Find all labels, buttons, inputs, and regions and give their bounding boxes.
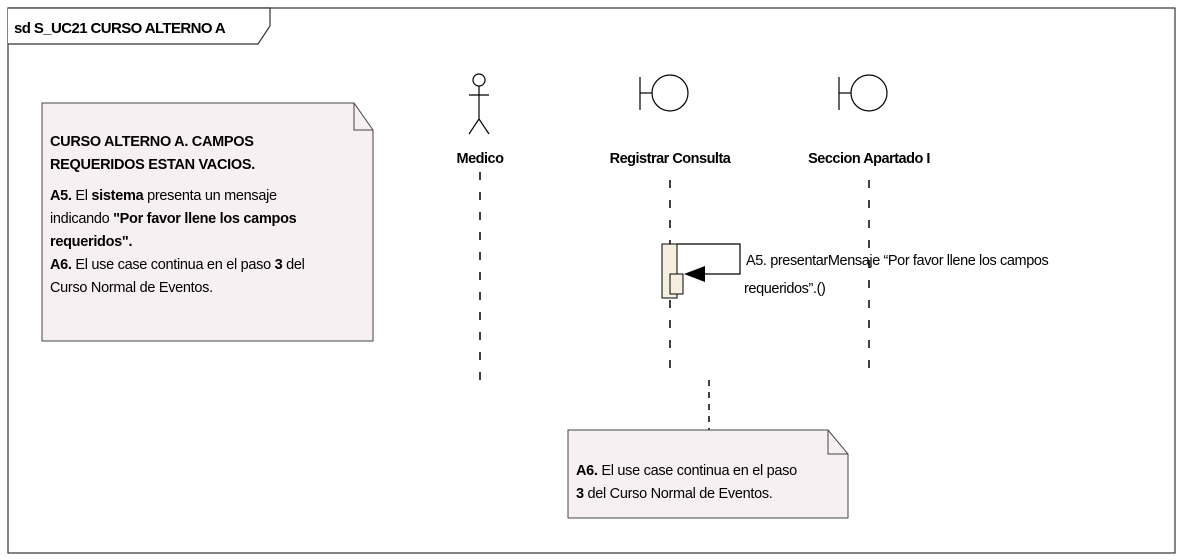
self-message-line [677,243,741,275]
note-left-text: CURSO ALTERNO A. CAMPOS REQUERIDOS ESTAN… [50,131,368,300]
boundary-registrar-consulta-icon [639,74,689,112]
note-left-fold [353,103,373,131]
note-left-heading-line1: CURSO ALTERNO A. CAMPOS [50,134,254,150]
self-message-arrowhead [684,266,705,282]
note-bottom-text: A6. El use case continua en el paso 3 de… [576,460,841,506]
note-left-spacer [50,177,368,185]
note-bottom-line2: 3 del Curso Normal de Eventos. [576,486,773,502]
note-left-shape [41,102,374,342]
actor-medico-icon [468,73,490,135]
note-left-a5-line2: indicando "Por favor llene los campos [50,211,297,227]
note-bottom-line1: A6. El use case continua en el paso [576,463,797,479]
lifeline-seccion-apartado-label: Seccion Apartado I [808,151,930,167]
note-bottom-shape [567,429,849,519]
note-left-heading-line2: REQUERIDOS ESTAN VACIOS. [50,157,255,173]
note-bottom-fold [827,430,848,455]
lifeline-registrar-consulta-label: Registrar Consulta [610,151,732,167]
frame-title: sd S_UC21 CURSO ALTERNO A [14,20,226,37]
note-left-a5-line1: A5. El sistema presenta un mensaje [50,188,277,204]
boundary-seccion-apartado-icon [838,74,888,112]
message-label-line2: requeridos”.() [744,281,825,297]
note-left-a6-line1: A6. El use case continua en el paso 3 de… [50,257,305,273]
lifeline-medico-label: Medico [457,151,505,167]
note-left-a5-line3: requeridos". [50,234,133,250]
activation-bar-nested [669,273,684,295]
note-left-a6-line2: Curso Normal de Eventos. [50,280,213,296]
message-label-line1: A5. presentarMensaje “Por favor llene lo… [746,253,1049,269]
frame-title-tab [8,7,271,45]
